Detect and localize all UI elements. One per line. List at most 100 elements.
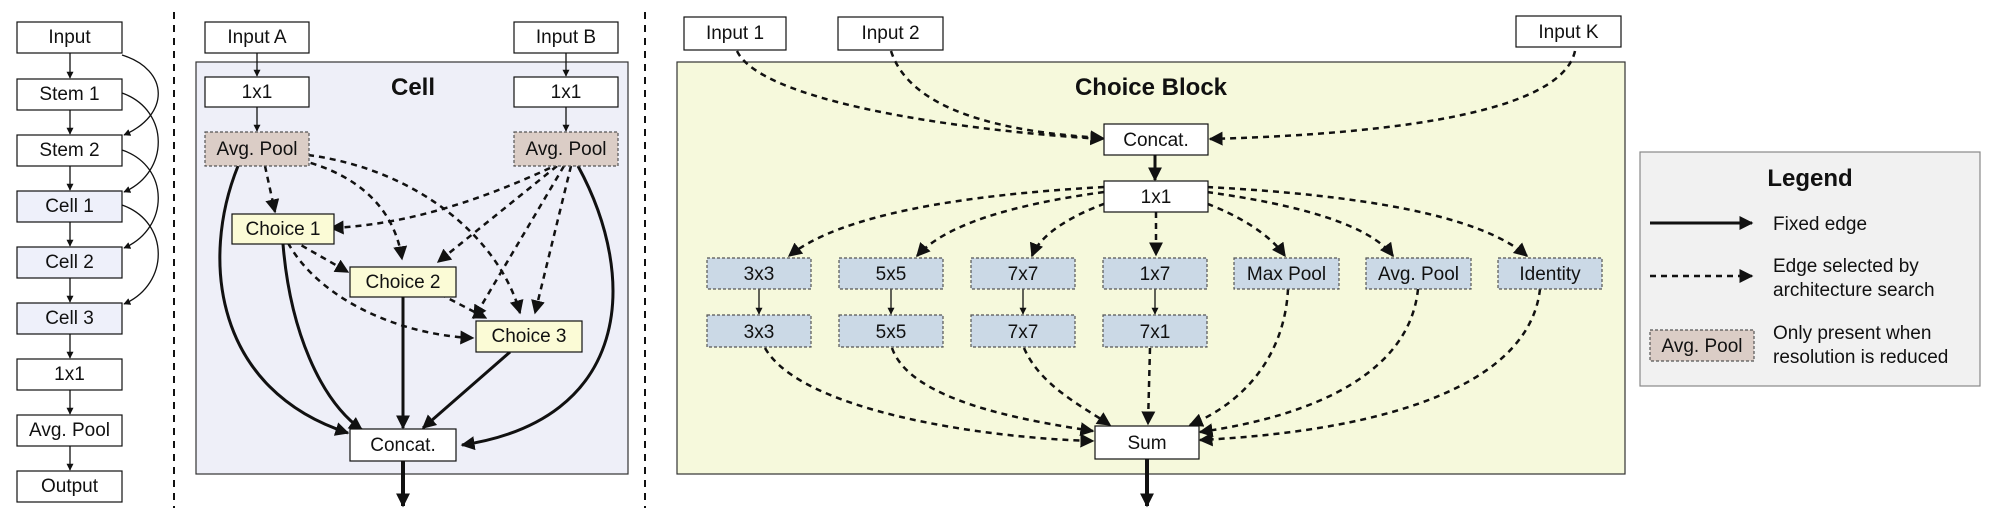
cb-searched-edge [1198, 288, 1420, 438]
cb-op-identity-box [1497, 257, 1603, 290]
cb-op-maxpool-label: Max Pool [1247, 264, 1326, 285]
cell-choice-2-box [349, 266, 457, 298]
cell-searched-edge [439, 292, 488, 320]
cell-input-a-label: Input A [227, 27, 286, 48]
cell-searched-edge [299, 158, 408, 261]
backbone-stem2-box [16, 134, 123, 167]
cb-searched-edge [890, 347, 1095, 437]
cell-searched-edge [436, 165, 558, 263]
backbone-cell1-label: Cell 1 [45, 196, 94, 217]
legend-title: Legend [1767, 165, 1852, 192]
skip-edge [121, 92, 159, 193]
cell-input-b-box [513, 21, 619, 54]
cell-fixed-edge [460, 165, 615, 451]
backbone-pool-box [16, 414, 123, 447]
legend-pool-sample-label: Avg. Pool [1662, 336, 1743, 357]
backbone-cell2-label: Cell 2 [45, 252, 94, 273]
cb-searched-edge [1196, 198, 1287, 258]
cb-op-7x7-label: 7x7 [1008, 264, 1039, 285]
cb-op2-3x3-box [706, 314, 812, 348]
backbone-pool-label: Avg. Pool [29, 420, 110, 441]
cell-choice-1-box [231, 213, 335, 245]
legend-fixed-edge-label: Fixed edge [1773, 214, 1867, 235]
cb-searched-edge [1029, 198, 1116, 258]
cell-conv-a-label: 1x1 [242, 82, 273, 103]
cell-fixed-edge [281, 243, 364, 432]
cb-op-avgpool-box [1365, 257, 1472, 290]
cb-op-1x7-label: 1x7 [1140, 264, 1171, 285]
cell-concat-box [349, 428, 457, 462]
cb-searched-edge [916, 190, 1105, 258]
backbone-diagram: Input Stem 1 Stem 2 Cell 1 Cell 2 Cell 3… [16, 21, 159, 503]
cb-op-3x3-box [706, 257, 812, 290]
cb-op2-3x3-label: 3x3 [744, 322, 775, 343]
cell-pool-a-box [204, 131, 310, 167]
cb-input-1-label: Input 1 [706, 23, 764, 44]
cb-searched-edge [889, 50, 1105, 145]
cell-pool-b-box [513, 131, 619, 167]
cb-input-k-box [1515, 15, 1622, 48]
cell-concat-label: Concat. [370, 435, 435, 456]
skip-edge [121, 204, 159, 305]
backbone-output-box [16, 470, 123, 503]
cb-input-2-label: Input 2 [861, 23, 919, 44]
backbone-conv-box [16, 358, 123, 391]
cb-op2-7x7-label: 7x7 [1008, 322, 1039, 343]
backbone-stem1-box [16, 78, 123, 111]
legend-searched-edge-label-2: architecture search [1773, 280, 1935, 301]
cell-diagram: Cell Input A Input B 1x1 1x1 Avg. [195, 21, 629, 508]
legend: Legend Fixed edge Edge selected by archi… [1639, 151, 1981, 387]
backbone-input-label: Input [48, 27, 91, 48]
cb-op-7x7-box [970, 257, 1076, 290]
cb-op-1x7-box [1102, 257, 1208, 290]
legend-pool-note-1: Only present when [1773, 323, 1931, 344]
cb-op-5x5-label: 5x5 [876, 264, 907, 285]
cell-input-a-box [204, 21, 310, 54]
backbone-output-label: Output [41, 476, 99, 497]
cb-input-2-box [837, 16, 944, 51]
cell-conv-b-box [513, 76, 619, 108]
cb-op-identity-label: Identity [1519, 264, 1581, 285]
cb-searched-edge [1206, 185, 1529, 257]
cb-conv-label: 1x1 [1141, 187, 1172, 208]
cb-searched-edge [763, 347, 1095, 448]
skip-edge [121, 149, 159, 249]
cb-searched-edge [1022, 347, 1112, 427]
cell-choice-3-label: Choice 3 [492, 326, 567, 347]
legend-pool-sample-box [1649, 329, 1755, 362]
cb-searched-edge [1208, 50, 1577, 146]
cell-fixed-edge [218, 165, 350, 436]
cb-sum-box [1094, 425, 1200, 460]
backbone-cell3-label: Cell 3 [45, 308, 94, 329]
backbone-stem1-label: Stem 1 [39, 84, 99, 105]
cell-choice-2-label: Choice 2 [366, 272, 441, 293]
cb-concat-label: Concat. [1123, 130, 1188, 151]
cb-searched-edge [1141, 347, 1156, 426]
cell-conv-b-label: 1x1 [551, 82, 582, 103]
cell-searched-edge [263, 165, 280, 214]
cell-choice-1-label: Choice 1 [246, 219, 321, 240]
cell-searched-edge [329, 166, 551, 235]
backbone-cell1-box [16, 190, 123, 223]
cb-searched-edge [735, 50, 1105, 146]
cb-op2-7x1-box [1102, 314, 1208, 348]
cb-searched-edge [1206, 190, 1395, 258]
cell-title: Cell [391, 74, 435, 101]
backbone-input-box [16, 21, 123, 54]
cb-searched-edge [787, 185, 1105, 257]
cell-pool-a-label: Avg. Pool [217, 139, 298, 160]
cb-op2-5x5-label: 5x5 [876, 322, 907, 343]
choice-block-diagram: Choice Block Input 1 Inp [676, 15, 1626, 508]
backbone-cell2-box [16, 246, 123, 279]
cell-fixed-edge [421, 350, 511, 430]
cb-searched-edge [1188, 288, 1290, 427]
cb-op2-7x1-label: 7x1 [1140, 322, 1171, 343]
cell-input-b-label: Input B [536, 27, 596, 48]
backbone-conv-label: 1x1 [54, 364, 85, 385]
cb-input-1-box [683, 16, 787, 51]
cell-searched-edge [286, 242, 475, 345]
cell-pool-b-label: Avg. Pool [526, 139, 607, 160]
cb-conv-box [1103, 180, 1209, 213]
cb-concat-box [1103, 123, 1209, 156]
